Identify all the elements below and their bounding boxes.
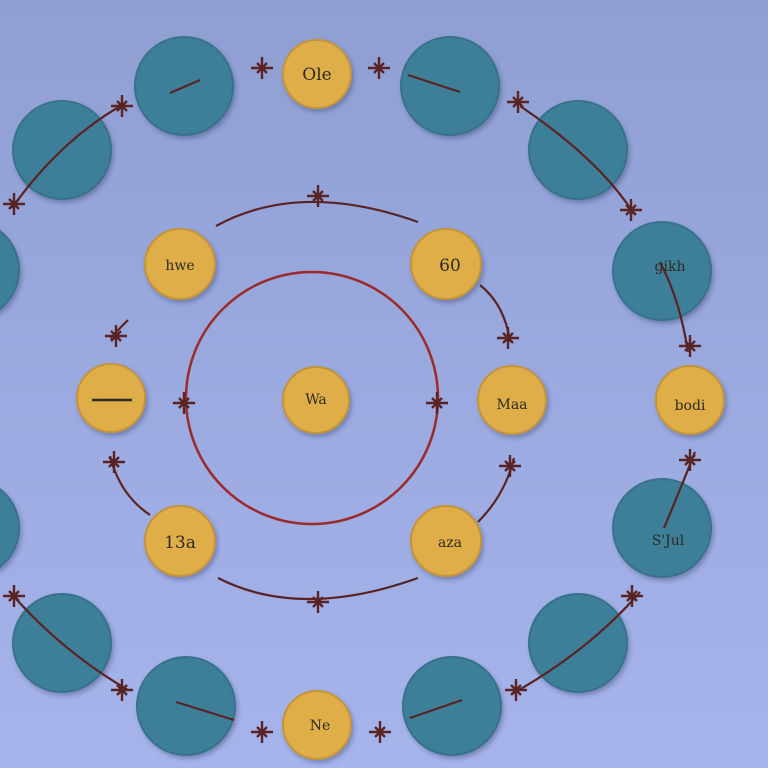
inner-node [282,39,352,109]
arrow-line [511,591,641,695]
arrowhead [111,679,133,701]
arrowhead [507,91,529,113]
inner-node [477,365,547,435]
outer-node [402,656,502,756]
inner-top-left-label: hwe [165,258,194,274]
inner-node [410,505,482,577]
inner-bottom-left-label: 13a [164,533,196,553]
inner-node [282,690,352,760]
inner-node [655,365,725,435]
arrowhead [497,327,519,349]
arrowhead [620,199,642,221]
arrow-group [3,57,701,743]
arrowhead [679,449,701,471]
inner-node-group [76,39,725,760]
arrow-line [409,698,463,720]
outer-node [612,478,712,578]
arrow-line [169,78,201,95]
arrowhead [369,721,391,743]
arrowhead [111,95,133,117]
inner-bottom-right-label: aza [438,535,462,551]
arrow-line [11,103,125,209]
arrowhead [505,679,527,701]
inner-node [144,228,216,300]
outer-node [528,593,628,693]
arrowhead [679,335,701,357]
outer-node [612,221,712,321]
arrowhead [621,585,643,607]
arrow-line [215,200,419,227]
arrow-line [175,700,235,722]
inner-node [282,366,350,434]
arrowhead [3,193,25,215]
arrowhead [173,392,195,414]
center-node-label: Wa [305,392,327,408]
outer-node [400,36,500,136]
inner-node [76,363,146,433]
arrowhead [307,185,329,207]
arrow-line [9,591,129,691]
arrow-line [407,73,461,94]
right-node-label: bodi [675,398,706,414]
inner-top-right-label: 60 [439,256,461,276]
inner-node [144,505,216,577]
arrow-line [519,105,635,215]
arrowhead [105,325,127,347]
inner-node [410,228,482,300]
arrowhead [3,585,25,607]
arrowhead [426,392,448,414]
arrowhead [103,451,125,473]
arrowhead [251,721,273,743]
outer-right-lower-label: S'Jul [652,533,685,549]
arrowhead [251,57,273,79]
inner-left-label: — [104,389,121,409]
arrowhead [368,57,390,79]
arrow-line [217,576,419,601]
top-node-label: Ole [302,65,331,85]
outer-node [0,230,20,310]
bottom-node-label: Ne [310,718,331,734]
arrowhead [499,455,521,477]
outer-right-upper-label: gikh [655,259,686,275]
arrowhead [307,591,329,613]
outer-node [0,488,20,568]
inner-right-label: Maa [496,397,527,413]
